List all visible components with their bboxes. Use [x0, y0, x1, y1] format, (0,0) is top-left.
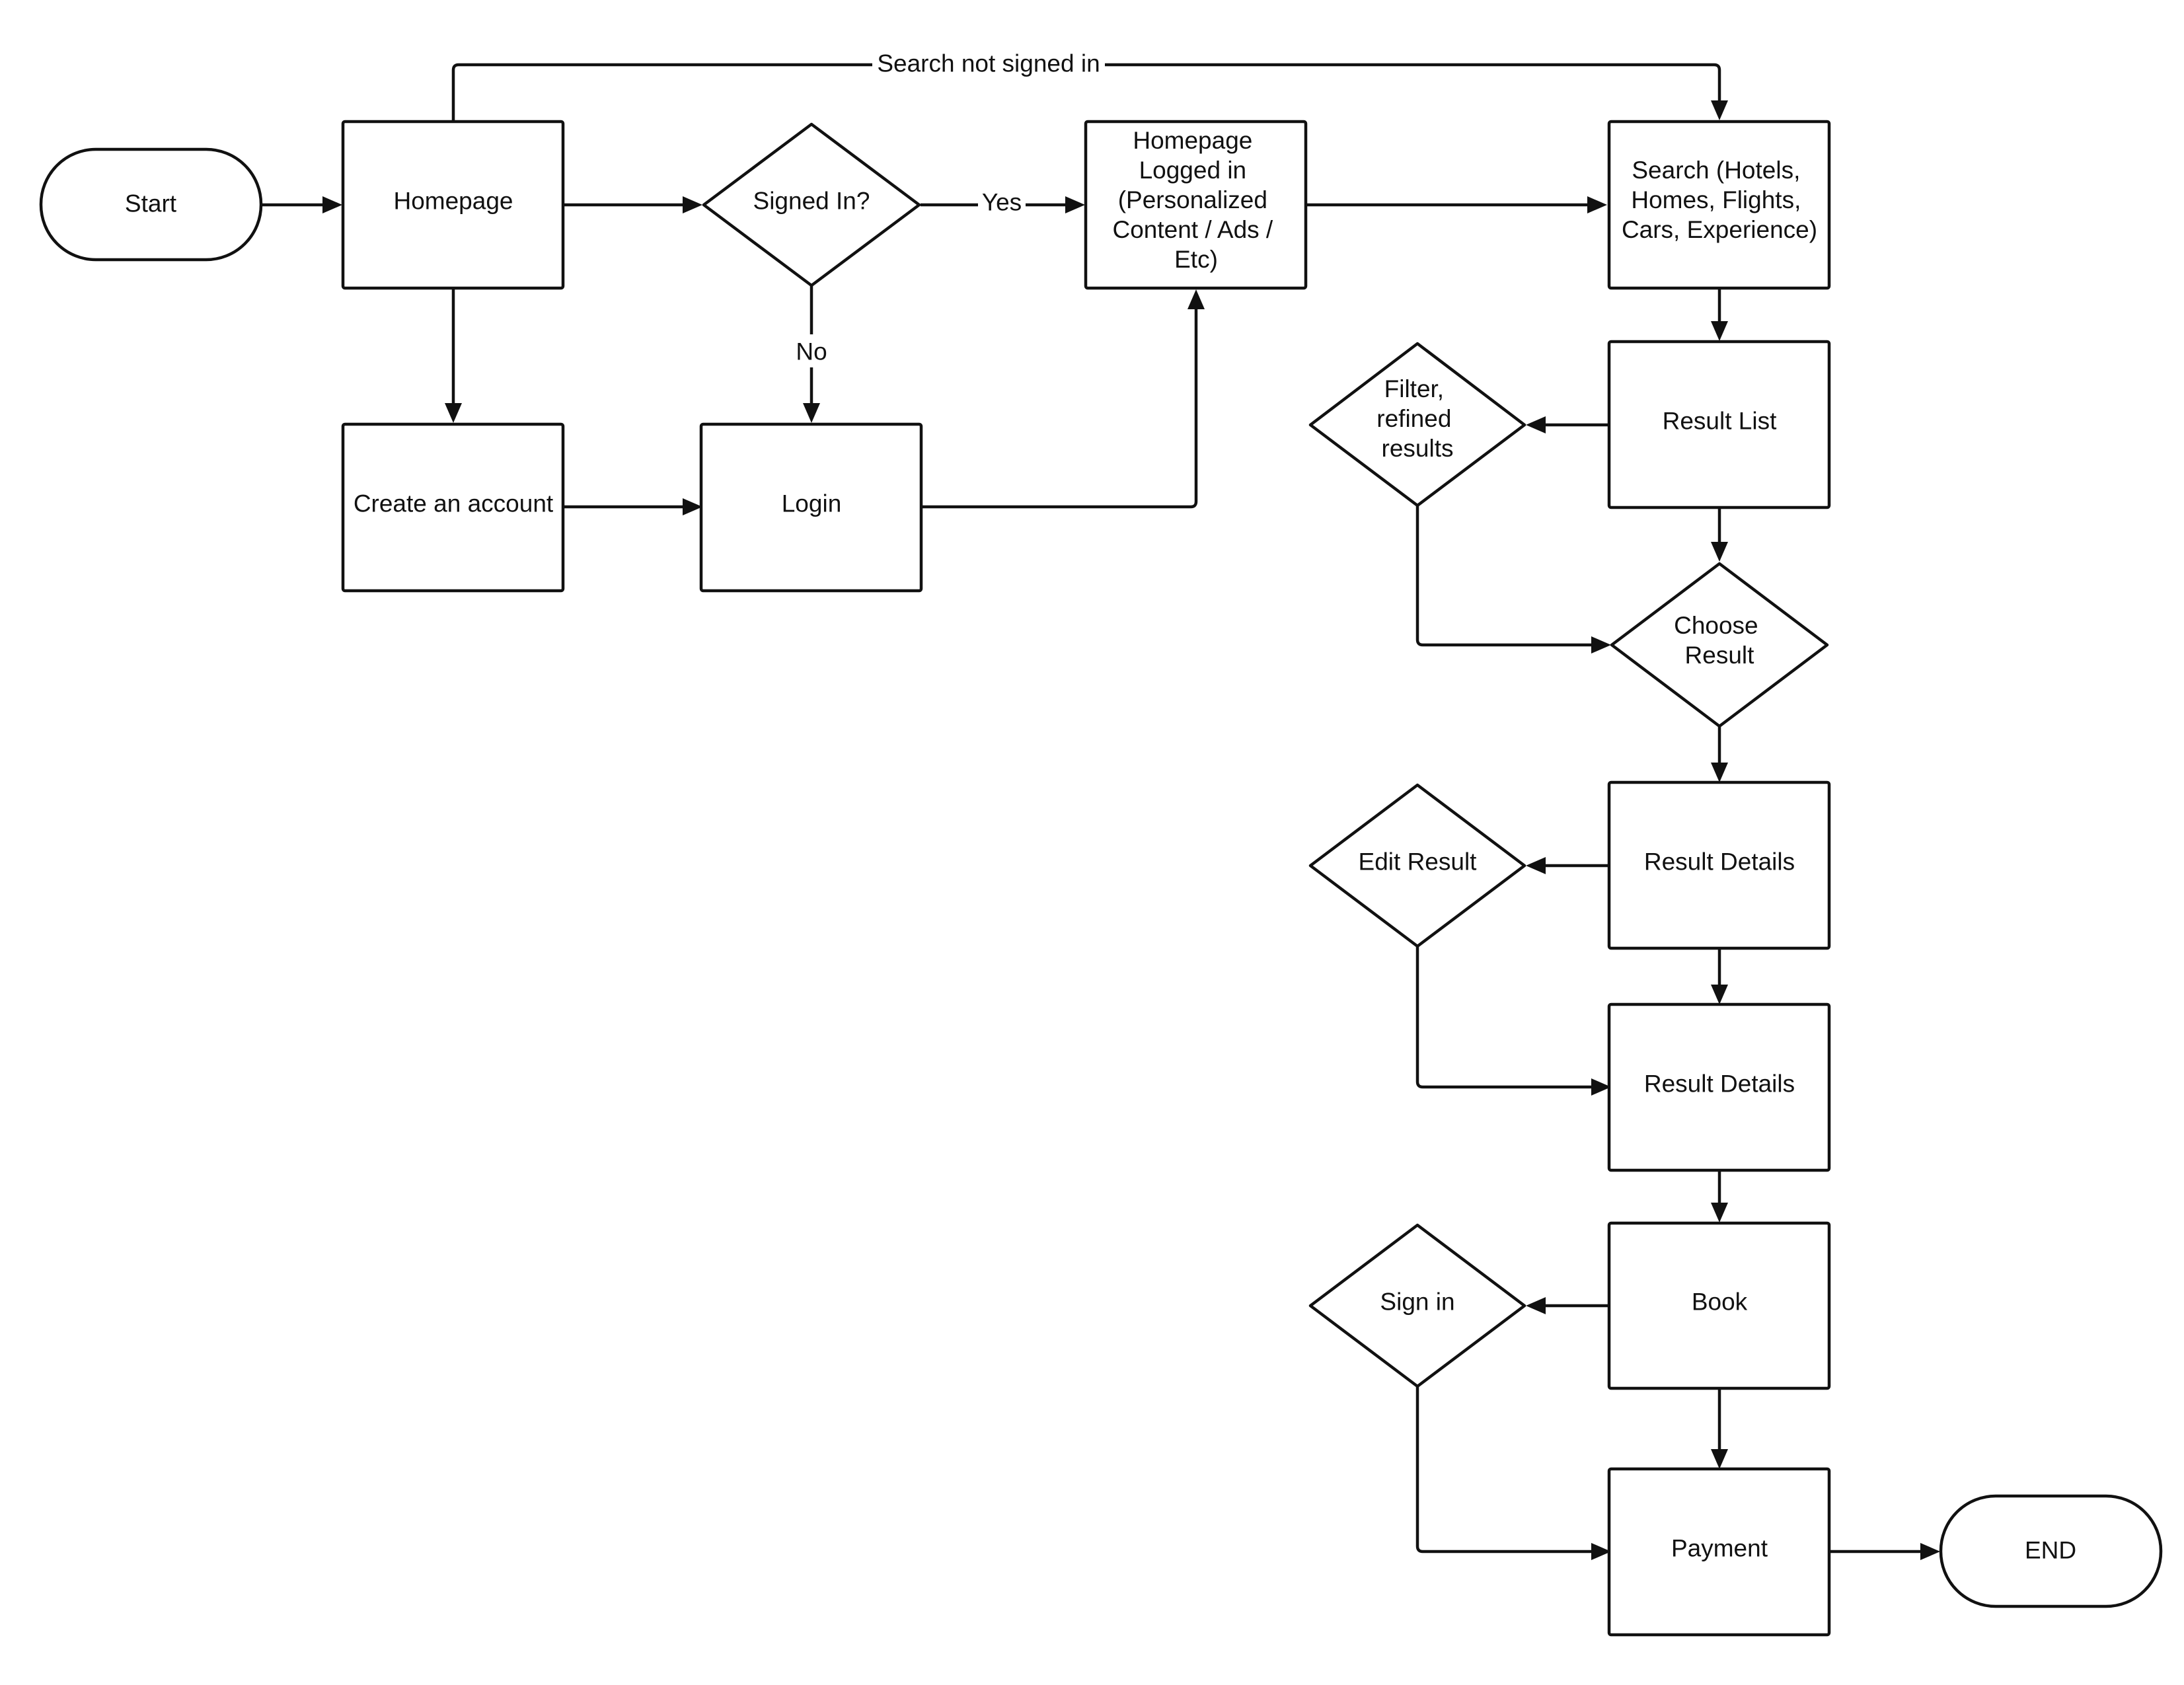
start-terminator: Start	[39, 147, 263, 262]
text-line: Logged in	[1139, 157, 1247, 184]
homepage-logged-in-box: Homepage Logged in (Personalized Content…	[1084, 120, 1308, 290]
arrowhead	[1711, 100, 1728, 120]
homepage-logged-in-label: Homepage Logged in (Personalized Content…	[1113, 127, 1280, 273]
payment-label: Payment	[1671, 1535, 1768, 1562]
arrowhead	[1526, 1297, 1546, 1314]
search-box: Search (Hotels, Homes, Flights, Cars, Ex…	[1607, 120, 1831, 290]
arrowhead	[1187, 289, 1205, 309]
arrowhead	[1711, 1449, 1728, 1469]
edge-edit-details2	[1415, 946, 1593, 1089]
edge-signin-payment	[1415, 1386, 1593, 1554]
text-line: Homepage	[1133, 127, 1252, 154]
text-line: Content / Ads /	[1113, 216, 1273, 243]
text-line: Search (Hotels,	[1632, 157, 1800, 184]
result-details-label-2: Result Details	[1644, 1070, 1795, 1098]
sign-in-label: Sign in	[1380, 1289, 1454, 1316]
arrowhead	[1591, 636, 1611, 654]
nodes: Start Homepage Signed In? Homepage Logge…	[39, 120, 2163, 1637]
signed-in-label: Signed In?	[753, 188, 870, 215]
choose-result-decision: Choose Result	[1610, 562, 1829, 728]
result-list-label: Result List	[1663, 408, 1777, 435]
arrowhead	[322, 196, 342, 213]
text-line: Cars, Experience)	[1622, 216, 1817, 243]
result-details-label: Result Details	[1644, 848, 1795, 876]
text-line: results	[1382, 435, 1454, 462]
sign-in-decision: Sign in	[1308, 1223, 1526, 1388]
arrowhead	[1711, 985, 1728, 1004]
create-account-label: Create an account	[354, 490, 554, 517]
edge-login-loggedin	[921, 309, 1198, 509]
arrowhead	[1526, 857, 1546, 874]
end-terminator: END	[1939, 1494, 2163, 1608]
arrowhead	[1711, 763, 1728, 782]
login-label: Login	[782, 490, 842, 517]
login-box: Login	[699, 422, 923, 593]
arrowhead	[1920, 1543, 1940, 1560]
edit-result-label: Edit Result	[1359, 848, 1478, 876]
arrowhead	[683, 498, 702, 515]
arrowhead	[1711, 1203, 1728, 1222]
choose-result-label: Choose Result	[1674, 612, 1765, 669]
start-label: Start	[125, 190, 177, 217]
signed-in-decision: Signed In?	[702, 122, 921, 287]
arrowhead	[1711, 542, 1728, 562]
edge-filter-choose	[1415, 506, 1593, 647]
text-line: Choose	[1674, 612, 1758, 639]
arrowhead	[1711, 321, 1728, 341]
arrowhead	[1591, 1078, 1611, 1096]
arrowhead	[1587, 196, 1607, 213]
edge-label-no: No	[796, 338, 827, 365]
text-line: refined	[1376, 405, 1451, 432]
end-label: END	[2025, 1537, 2076, 1564]
book-box: Book	[1607, 1221, 1831, 1390]
homepage-label: Homepage	[393, 188, 513, 215]
edit-result-decision: Edit Result	[1308, 783, 1526, 948]
payment-box: Payment	[1607, 1467, 1831, 1637]
arrowhead	[1591, 1543, 1611, 1560]
homepage-box: Homepage	[341, 120, 565, 290]
text-line: Result	[1685, 642, 1755, 669]
arrowhead	[1526, 416, 1546, 433]
create-account-box: Create an account	[341, 422, 565, 593]
filter-label: Filter, refined results	[1376, 375, 1458, 462]
book-label: Book	[1692, 1289, 1748, 1316]
arrowhead	[683, 196, 702, 213]
edge-label-yes: Yes	[982, 189, 1022, 216]
result-details-box: Result Details	[1607, 780, 1831, 950]
edge-label-search-not-signed-in: Search not signed in	[877, 50, 1100, 77]
arrowhead	[803, 403, 820, 423]
result-list-box: Result List	[1607, 340, 1831, 509]
text-line: Filter,	[1384, 375, 1444, 402]
text-line: Etc)	[1174, 246, 1218, 273]
filter-decision: Filter, refined results	[1308, 342, 1526, 507]
text-line: Homes, Flights,	[1631, 186, 1801, 213]
search-label: Search (Hotels, Homes, Flights, Cars, Ex…	[1622, 157, 1817, 243]
text-line: (Personalized	[1118, 186, 1267, 213]
edge-labels: Search not signed in Yes No	[790, 48, 1105, 367]
result-details-box-2: Result Details	[1607, 1002, 1831, 1172]
arrowhead	[1065, 196, 1085, 213]
arrowhead	[445, 403, 462, 423]
